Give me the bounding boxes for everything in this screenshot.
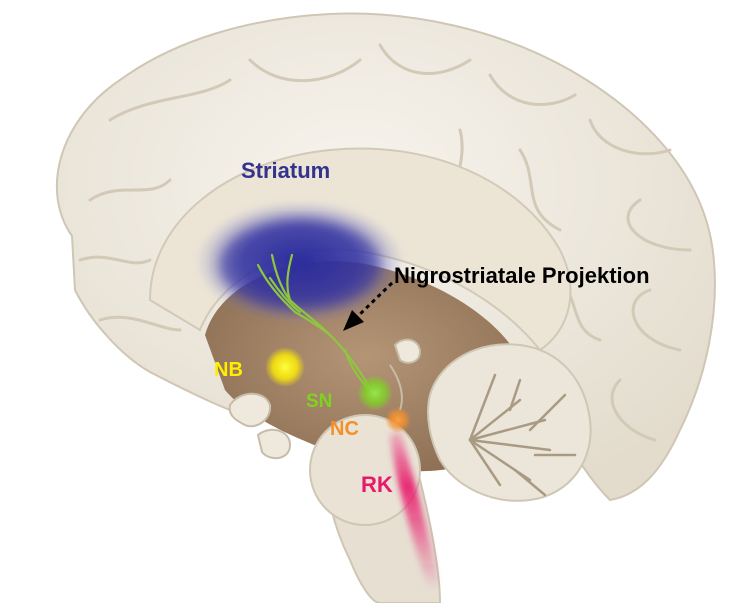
label-striatum: Striatum <box>241 160 330 182</box>
label-nb: NB <box>214 360 243 380</box>
nb-region <box>265 347 305 387</box>
label-nc: NC <box>330 419 359 439</box>
sn-region <box>357 375 393 411</box>
label-nigrostriatal-projection: Nigrostriatale Projektion <box>394 265 650 287</box>
cerebellum <box>428 344 591 501</box>
nc-region <box>385 407 411 433</box>
label-rk: RK <box>361 474 393 496</box>
label-sn: SN <box>306 392 332 411</box>
